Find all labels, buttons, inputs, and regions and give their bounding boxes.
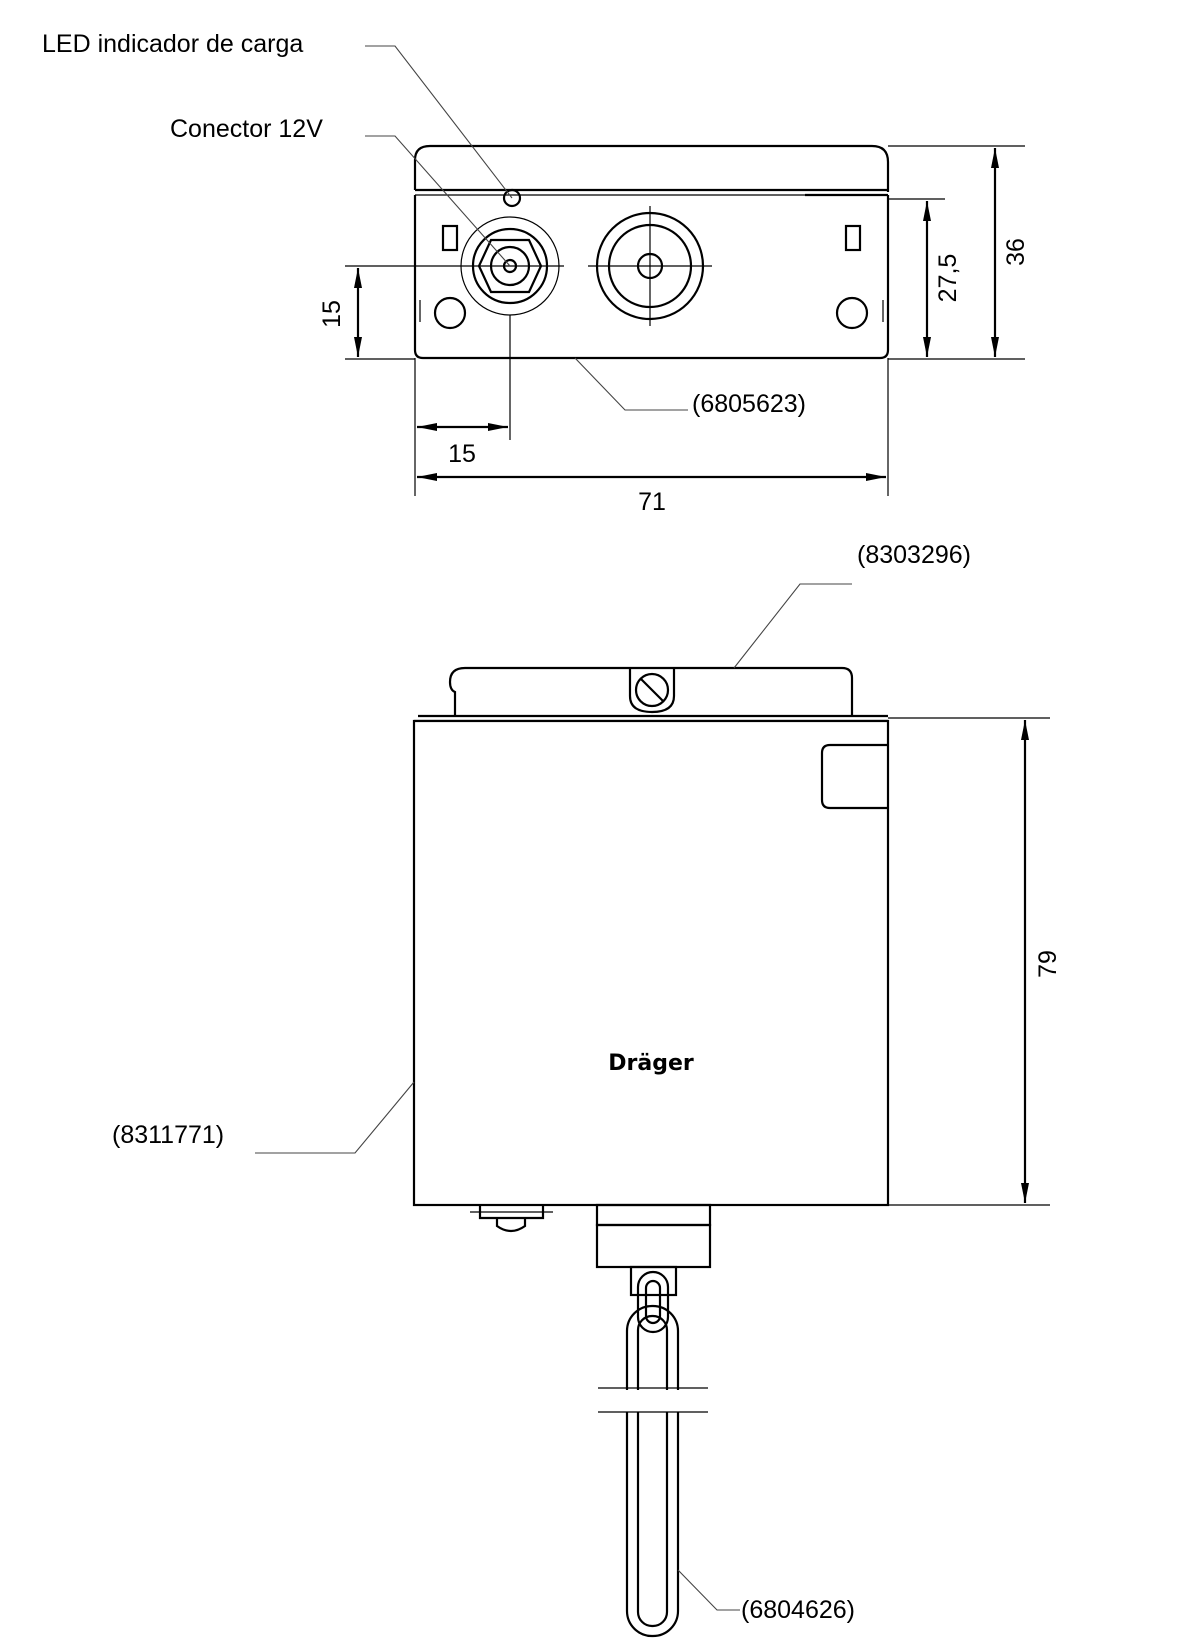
front-view (345, 45, 1025, 496)
chain-link-top (636, 1270, 670, 1334)
dim-label-width: 71 (638, 488, 666, 516)
label-part-front: (6805623) (692, 390, 806, 418)
dim-label-left-offset-v: 15 (318, 300, 346, 328)
brand-logo: Dräger (608, 1051, 694, 1076)
label-connector: Conector 12V (170, 115, 323, 143)
dim-label-height-total: 36 (1002, 238, 1030, 266)
dim-label-body-height: 79 (1034, 950, 1062, 978)
label-led: LED indicador de carga (42, 30, 303, 58)
label-part-top: (8303296) (857, 541, 971, 569)
slot-right (844, 224, 862, 252)
round-socket (588, 206, 712, 326)
hole-right (835, 296, 869, 330)
dim-label-left-offset-h: 15 (448, 440, 476, 468)
label-part-body: (8311771) (112, 1121, 224, 1149)
dim-label-height-front: 27,5 (934, 254, 962, 303)
led-indicator (502, 188, 522, 208)
hole-left (433, 296, 467, 330)
label-part-chain: (6804626) (741, 1596, 855, 1624)
charger-body (412, 719, 890, 1207)
slot-left (441, 224, 459, 252)
chain-loop (625, 1304, 680, 1638)
side-view (255, 583, 1050, 1638)
